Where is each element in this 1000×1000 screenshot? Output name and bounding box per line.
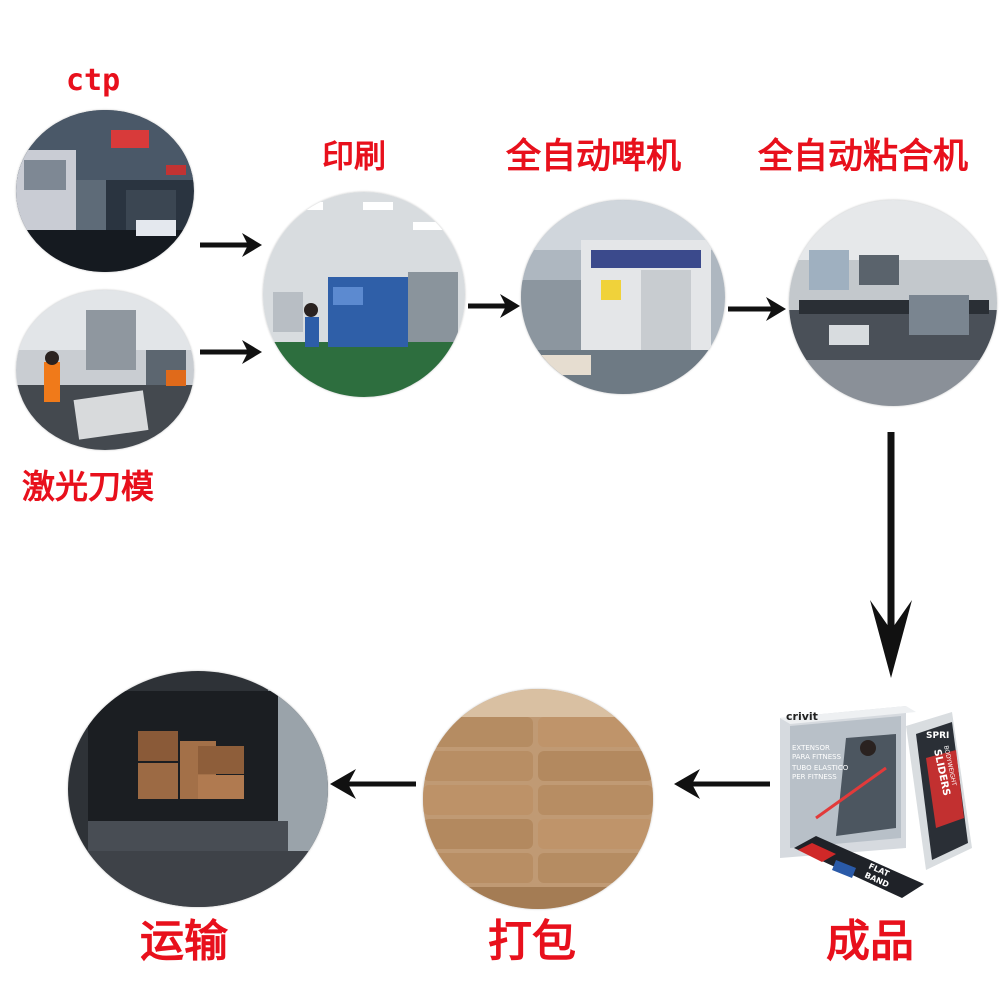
product-box-crivit-text-3: TUBO ELASTICO [791,764,849,772]
ctp-photo [16,110,194,272]
arrow-die-cutting-to-gluing [728,297,786,321]
arrow-printing-to-die-cutting [468,294,520,318]
step-label-laser-die: 激光刀模 [22,467,154,506]
product-box-spri-brand: SPRI [926,731,949,741]
finished-product-photo: crivit EXTENSOR PARA FITNESS TUBO ELASTI… [776,698,986,900]
die-cutting-photo [521,200,725,394]
product-box-crivit-text-2: PARA FITNESS [792,753,842,761]
step-label-finished: 成品 [826,916,914,967]
product-box-flat-band-loop: FLAT BAND LOOP [794,836,924,898]
printing-photo [263,192,465,397]
laser-die-photo [16,290,194,450]
product-box-spri: SPRI BODYWEIGHT SLIDERS [906,712,972,870]
step-label-ctp: ctp [66,63,121,98]
arrow-packing-to-shipping [330,769,416,799]
step-label-gluing: 全自动粘合机 [758,137,969,177]
product-box-crivit-text-4: PER FITNESS [792,773,837,781]
shipping-photo [68,671,328,907]
product-box-crivit: crivit EXTENSOR PARA FITNESS TUBO ELASTI… [780,706,916,858]
step-label-packing: 打包 [488,916,576,967]
step-label-die-cutting: 全自动啤机 [506,137,682,177]
arrow-ctp-to-printing [200,233,262,257]
step-label-printing: 印刷 [322,137,387,175]
arrow-finished-to-packing [674,769,770,799]
arrow-laser-to-printing [200,340,262,364]
packing-photo [423,689,653,909]
product-box-crivit-text-1: EXTENSOR [792,744,830,752]
arrow-gluing-to-finished [870,432,912,678]
gluing-photo [789,200,997,406]
product-box-crivit-brand: crivit [786,710,818,723]
step-label-shipping: 运输 [140,916,228,967]
